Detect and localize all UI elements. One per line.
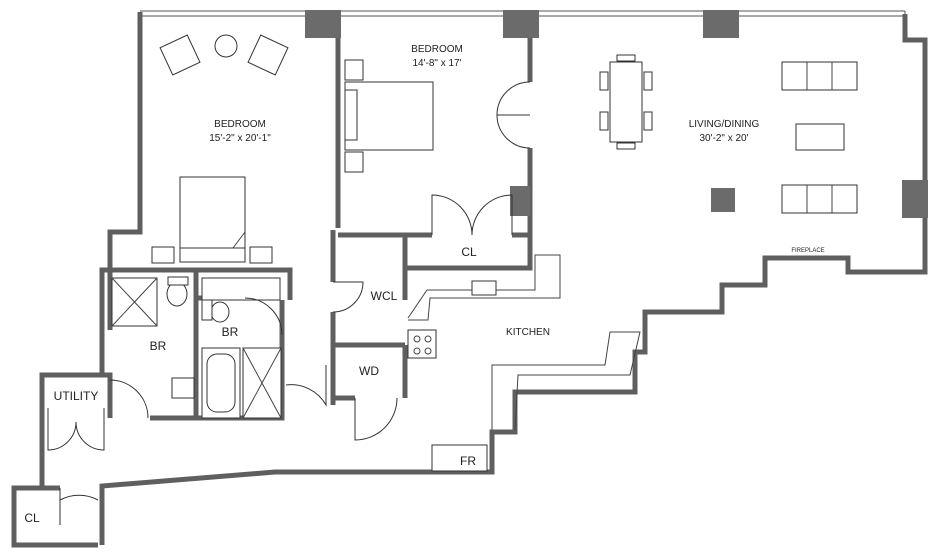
wd-label: WD [359, 364, 379, 378]
room-labels: BEDROOM 15'-2" x 20'-1" BEDROOM 14'-8" x… [24, 44, 824, 525]
main-bedroom-dims: 15'-2" x 20'-1" [209, 133, 271, 144]
closet-label: CL [461, 245, 477, 259]
living-furniture [599, 54, 858, 214]
kitchen-counters [407, 254, 641, 431]
bath-left-label: BR [150, 339, 167, 353]
second-bedroom-furniture [344, 59, 434, 173]
doors [47, 81, 531, 525]
second-bedroom-dims: 14'-8" x 17' [412, 58, 461, 69]
bath-right-label: BR [222, 325, 239, 339]
main-bedroom-furniture [151, 34, 289, 264]
columns [305, 10, 928, 218]
interior-walls [42, 12, 533, 491]
main-bedroom-name: BEDROOM [214, 119, 266, 130]
fireplace-label: FIREPLACE [791, 248, 824, 254]
living-dining-dims: 30'-2" x 20' [699, 133, 748, 144]
closet-small-label: CL [24, 511, 40, 525]
second-bedroom-name: BEDROOM [411, 44, 463, 55]
kitchen-label: KITCHEN [506, 327, 550, 338]
bath-fixtures [111, 276, 282, 419]
fr-label: FR [460, 454, 476, 468]
wcl-label: WCL [371, 289, 398, 303]
living-dining-name: LIVING/DINING [689, 119, 760, 130]
utility-label: UTILITY [54, 389, 99, 403]
